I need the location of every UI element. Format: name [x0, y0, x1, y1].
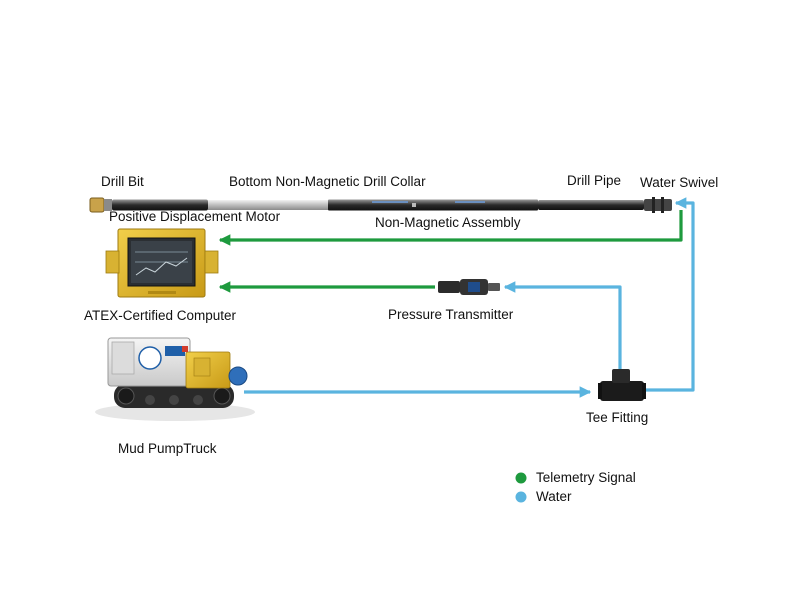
drill-string-icon — [89, 197, 672, 213]
label-tee-fitting: Tee Fitting — [586, 410, 649, 425]
legend-label-telemetry: Telemetry Signal — [536, 470, 636, 485]
label-drill-bit: Drill Bit — [101, 174, 144, 189]
label-pressure-transmitter: Pressure Transmitter — [388, 307, 514, 322]
collar-section-icon — [208, 200, 328, 210]
atex-computer-icon — [105, 228, 219, 298]
label-water-swivel: Water Swivel — [640, 175, 719, 190]
tee-fitting-icon — [598, 369, 646, 401]
legend-label-water: Water — [536, 489, 572, 504]
label-pdm: Positive Displacement Motor — [109, 209, 281, 224]
water-line-tee-to-transmitter — [503, 281, 622, 370]
label-collar: Bottom Non-Magnetic Drill Collar — [229, 174, 426, 189]
drill-bit-icon — [89, 197, 112, 213]
water-line-tee-to-swivel — [646, 197, 695, 392]
telemetry-lines — [218, 210, 683, 293]
label-nm-assembly: Non-Magnetic Assembly — [375, 215, 521, 230]
motor-section-icon — [112, 199, 208, 211]
legend-dot-water — [515, 491, 527, 503]
water-lines — [244, 197, 695, 398]
nm-assembly-section-icon — [328, 199, 538, 211]
drill-pipe-section-icon — [538, 200, 644, 210]
label-computer: ATEX-Certified Computer — [84, 308, 237, 323]
pressure-transmitter-icon — [438, 279, 500, 295]
water-swivel-icon — [644, 199, 672, 211]
label-pump-truck: Mud PumpTruck — [118, 441, 217, 456]
label-drill-pipe: Drill Pipe — [567, 173, 622, 188]
legend-dot-telemetry — [515, 472, 527, 484]
mud-pump-truck-icon — [95, 337, 255, 421]
telemetry-line-swivel-to-computer — [218, 210, 683, 246]
